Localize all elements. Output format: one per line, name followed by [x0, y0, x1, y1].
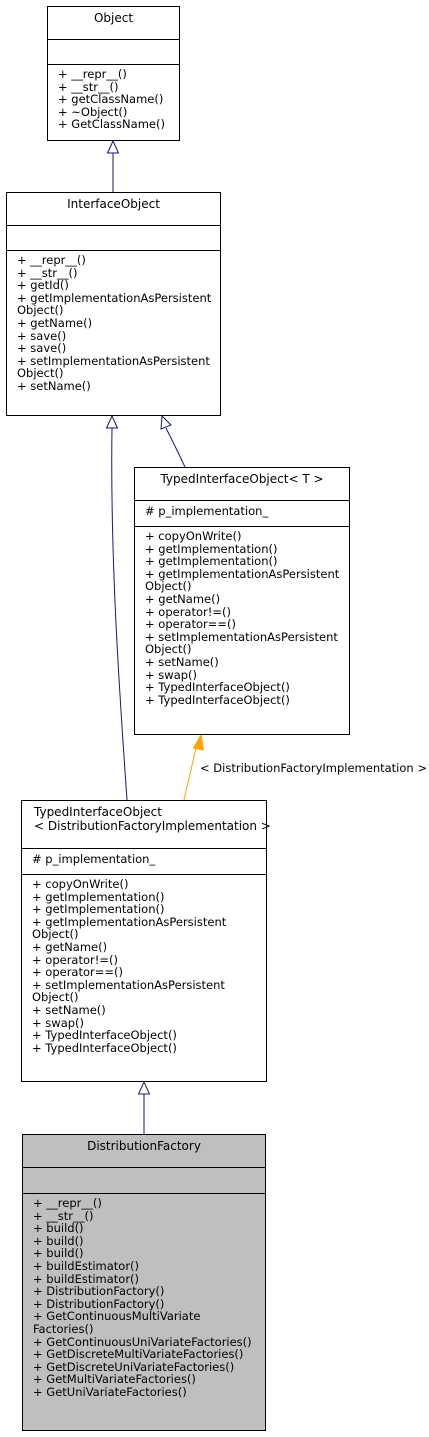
method: + getImplementation()	[145, 554, 278, 569]
method: + getImplementationAsPersistent	[17, 290, 212, 305]
method: + TypedInterfaceObject()	[32, 1040, 177, 1055]
class-title: TypedInterfaceObject < DistributionFacto…	[34, 805, 271, 833]
class-attributes	[7, 225, 220, 250]
method: + setImplementationAsPersistent	[32, 977, 225, 992]
method: + __repr__()	[17, 253, 86, 267]
method: + getName()	[145, 591, 221, 606]
inheritance-arrowhead	[137, 1080, 151, 1095]
method: + __str__()	[58, 79, 119, 94]
method: + DistributionFactory()	[33, 1284, 165, 1299]
method: Object()	[145, 642, 192, 657]
method: + getImplementation()	[32, 889, 165, 904]
class-attributes	[23, 1167, 265, 1193]
attribute: # p_implementation_	[145, 504, 269, 518]
method: + GetContinuousMultiVariate	[33, 1309, 201, 1324]
method: + buildEstimator()	[33, 1258, 140, 1273]
class-methods: + copyOnWrite() + getImplementation() + …	[22, 874, 266, 1057]
class-attributes	[48, 39, 179, 64]
method: + copyOnWrite()	[32, 877, 129, 891]
inheritance-arrowhead	[160, 414, 172, 430]
class-methods: + __repr__() + __str__() + getId() + get…	[7, 250, 220, 396]
class-methods: + __repr__() + __str__() + getClassName(…	[48, 64, 179, 134]
template-binding-label: < DistributionFactoryImplementation >	[200, 761, 427, 775]
class-title: DistributionFactory	[87, 1139, 201, 1153]
method: + __repr__()	[58, 67, 127, 81]
method: Object()	[17, 366, 64, 381]
edge-template-binding	[183, 747, 197, 801]
class-title: TypedInterfaceObject< T >	[160, 472, 324, 486]
method: + swap()	[145, 667, 198, 682]
class-attributes: # p_implementation_	[135, 500, 349, 526]
method: + buildEstimator()	[33, 1271, 140, 1286]
method: + GetUniVariateFactories()	[33, 1384, 187, 1399]
method: + getImplementationAsPersistent	[32, 914, 227, 929]
method: + GetContinuousUniVariateFactories()	[33, 1334, 252, 1349]
class-interfaceobject[interactable]: InterfaceObject + __repr__() + __str__()…	[6, 192, 221, 416]
class-title: Object	[93, 11, 134, 25]
class-methods: + copyOnWrite() + getImplementation() + …	[135, 526, 349, 709]
method: + __repr__()	[33, 1196, 102, 1210]
class-typedinterfaceobject-dfi[interactable]: TypedInterfaceObject < DistributionFacto…	[21, 800, 271, 1082]
class-object[interactable]: Object + __repr__() + __str__() + getCla…	[47, 6, 180, 141]
method: + getImplementationAsPersistent	[145, 566, 340, 581]
attribute: # p_implementation_	[32, 852, 156, 866]
inheritance-arrowhead	[106, 139, 120, 154]
method: + build()	[33, 1233, 84, 1248]
class-title: InterfaceObject	[67, 197, 160, 211]
edge-typedinterfaceobject-dfi-to-interfaceobject	[111, 427, 128, 801]
method: + setImplementationAsPersistent	[17, 353, 210, 368]
method: + getClassName()	[58, 92, 164, 107]
method: + operator==()	[145, 617, 236, 632]
method: + save()	[17, 328, 67, 343]
method: Object()	[32, 927, 79, 942]
method: + GetClassName()	[58, 117, 165, 132]
method: + setImplementationAsPersistent	[145, 629, 338, 644]
edge-typedinterfaceobject-t-to-interfaceobject	[165, 427, 186, 468]
method: + setName()	[145, 654, 219, 669]
method: Object()	[145, 579, 192, 594]
method: + getImplementation()	[32, 902, 165, 917]
method: + build()	[33, 1221, 84, 1236]
method: + operator==()	[32, 965, 123, 980]
method: Object()	[17, 303, 64, 318]
method: + getName()	[17, 315, 93, 330]
class-distributionfactory[interactable]: DistributionFactory + __repr__() + __str…	[22, 1134, 266, 1431]
method: + TypedInterfaceObject()	[145, 680, 290, 695]
method: Object()	[32, 990, 79, 1005]
method: + TypedInterfaceObject()	[145, 692, 290, 707]
method: + setName()	[17, 378, 91, 393]
method: + DistributionFactory()	[33, 1296, 165, 1311]
method: + save()	[17, 341, 67, 356]
template-arrowhead	[192, 733, 205, 751]
method: + GetDiscreteUniVariateFactories()	[33, 1359, 235, 1374]
method: + build()	[33, 1246, 84, 1261]
class-methods: + __repr__() + __str__() + build() + bui…	[23, 1193, 265, 1402]
method: + getImplementation()	[145, 541, 278, 556]
method: + GetDiscreteMultiVariateFactories()	[33, 1347, 244, 1362]
method: + __str__()	[33, 1208, 94, 1223]
method: + getId()	[17, 278, 69, 293]
method: + operator!=()	[32, 952, 118, 967]
method: Factories()	[33, 1321, 94, 1336]
method: + GetMultiVariateFactories()	[33, 1372, 196, 1387]
method: + TypedInterfaceObject()	[32, 1028, 177, 1043]
method: + operator!=()	[145, 604, 231, 619]
method: + copyOnWrite()	[145, 529, 242, 543]
method: + ~Object()	[58, 104, 128, 119]
method: + swap()	[32, 1015, 85, 1030]
method: + __str__()	[17, 265, 78, 280]
class-typedinterfaceobject-t[interactable]: TypedInterfaceObject< T > # p_implementa…	[134, 467, 350, 735]
method: + getName()	[32, 939, 108, 954]
inheritance-arrowhead	[105, 414, 119, 429]
class-attributes: # p_implementation_	[22, 848, 266, 874]
method: + setName()	[32, 1002, 106, 1017]
